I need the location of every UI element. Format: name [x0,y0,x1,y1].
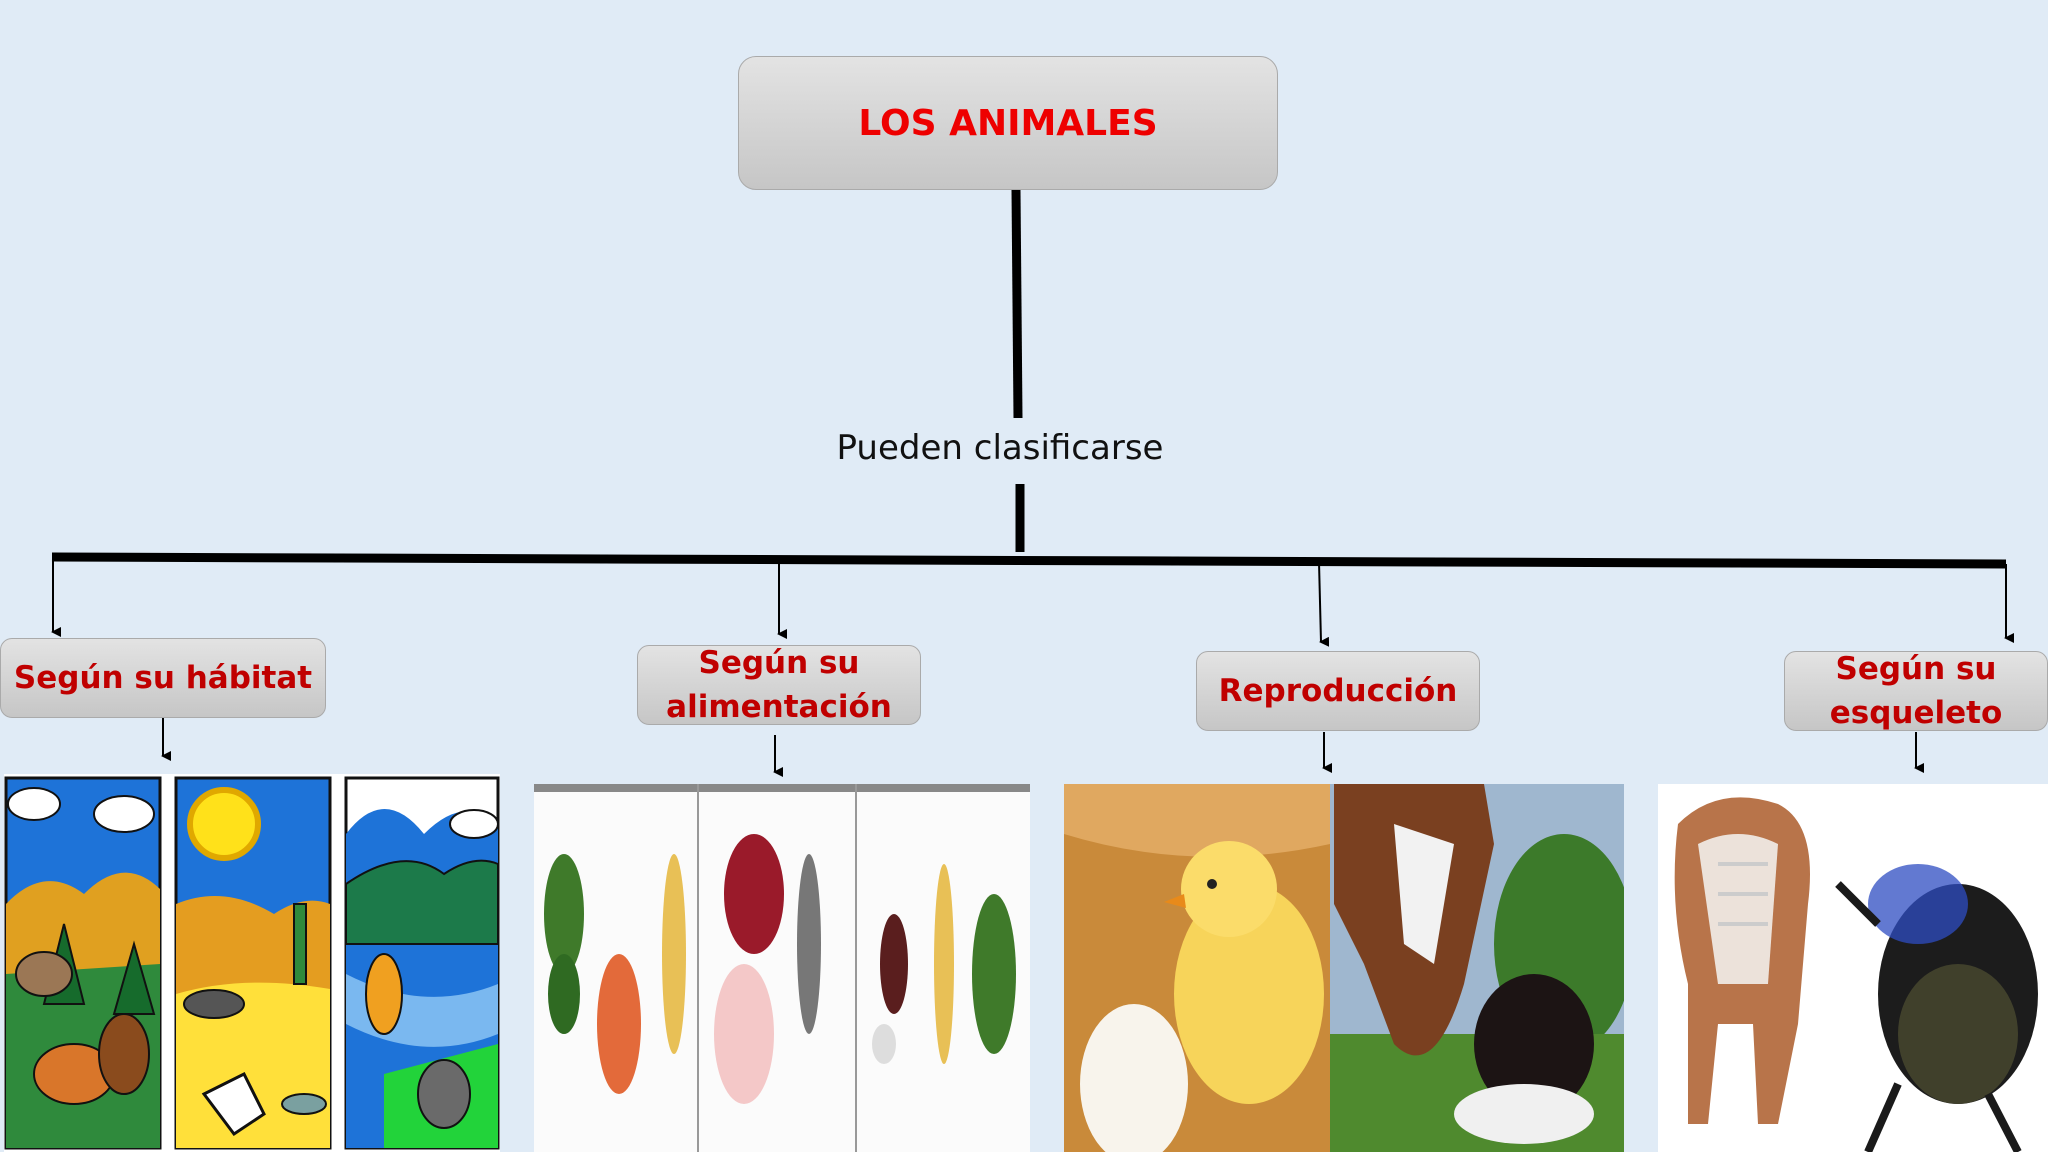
river-panel [344,776,500,1150]
title-box: LOS ANIMALES [738,56,1278,190]
category-alimentacion: Según su alimentación [637,645,921,725]
title-text: LOS ANIMALES [858,102,1158,144]
branch-bar-line [51,552,2007,569]
desert-panel [174,776,332,1150]
category-reproduccion-label: Reproducción [1218,673,1458,709]
title-stem-line [1011,189,1023,419]
category-esqueleto-label: Según su esqueleto [1829,651,2003,731]
forest-panel [4,776,162,1150]
category-habitat-label: Según su hábitat [13,660,313,696]
chick-and-cow-photo [1064,784,1624,1152]
habitat-illustrations [4,774,500,1152]
skeleton-and-beetle-photo [1658,784,2048,1152]
food-illustrations [534,784,1030,1152]
connector-label: Pueden clasificarse [836,428,1164,468]
category-esqueleto: Según su esqueleto [1784,651,2048,731]
category-reproduccion: Reproducción [1196,651,1480,731]
category-habitat: Según su hábitat [0,638,326,718]
arrow-reproduccion [1318,561,1330,647]
seeds-wheat-broccoli [872,864,1016,1064]
category-alimentacion-label: Según su alimentación [666,645,892,725]
meat-fish [714,834,821,1104]
broccoli-carrot-wheat [544,854,686,1094]
